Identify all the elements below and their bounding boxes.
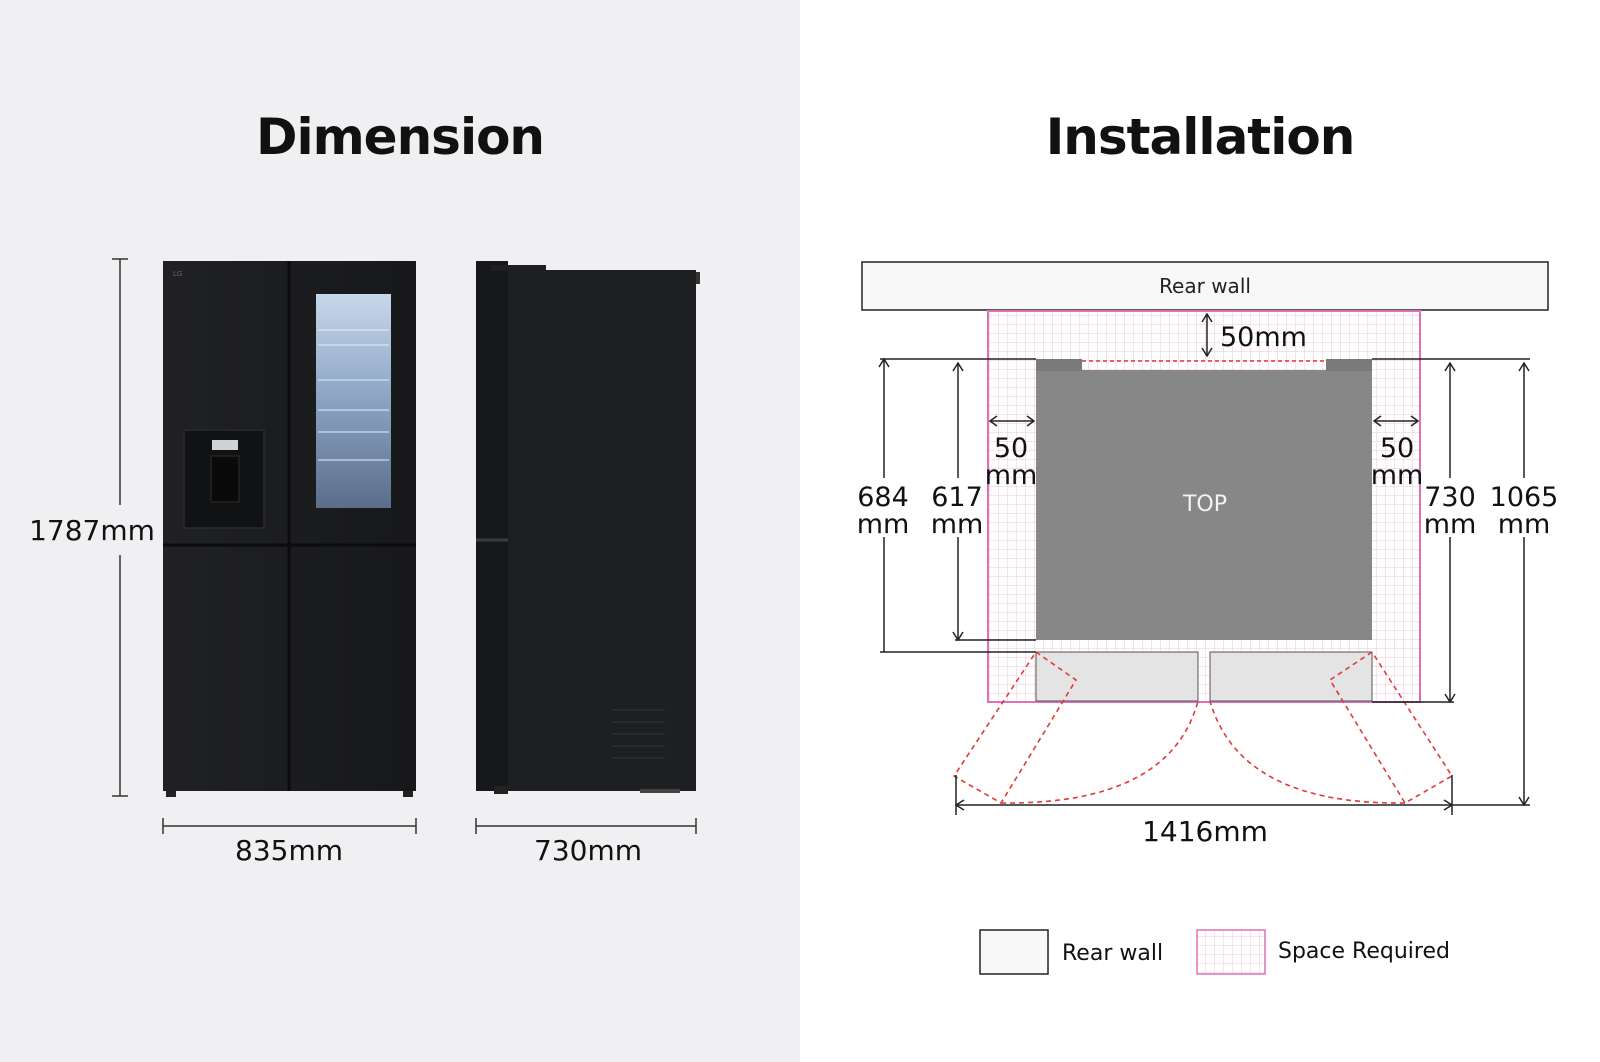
depth-684-value: 684: [857, 482, 909, 513]
legend-space-required-label: Space Required: [1278, 939, 1450, 964]
depth-617-unit: mm: [931, 509, 984, 540]
right-door-top-view: [1209, 651, 1373, 702]
depth-1065-value: 1065: [1490, 482, 1559, 513]
front-width-dimension-line: [162, 818, 417, 834]
fridge-side-view: [476, 261, 700, 794]
depth-617-dimension-line: [952, 361, 1036, 642]
depth-1065-unit: mm: [1498, 509, 1551, 540]
right-gap-dimension-line: [1372, 415, 1420, 427]
total-width-dimension-line: [954, 775, 1454, 815]
left-gap-dimension-line: [988, 415, 1036, 427]
door-swing-outline: [952, 651, 1454, 805]
instaview-glass-panel: [316, 294, 391, 508]
rear-wall-label: Rear wall: [1159, 274, 1251, 298]
left-gap-value: 50: [994, 433, 1028, 464]
dimension-title: Dimension: [255, 108, 545, 166]
rear-wall: [861, 261, 1549, 311]
front-width-label: 835mm: [235, 834, 343, 867]
height-dimension-line: [112, 258, 128, 797]
legend-space-required-swatch: [1196, 929, 1266, 975]
dimension-panel: Dimension 1787mm LG: [0, 0, 800, 1062]
top-label: TOP: [1182, 492, 1227, 517]
legend-rear-wall-label: Rear wall: [1062, 941, 1163, 966]
left-gap-unit: mm: [985, 460, 1038, 491]
total-width-label: 1416mm: [1142, 815, 1268, 848]
installation-title: Installation: [1045, 108, 1356, 166]
side-depth-label: 730mm: [534, 834, 642, 867]
depth-730-unit: mm: [1424, 509, 1477, 540]
height-label: 1787mm: [29, 514, 155, 547]
dimension-drawing: 1787mm LG: [29, 258, 700, 867]
rear-gap-dimension-line: [1201, 312, 1213, 358]
depth-684-unit: mm: [857, 509, 910, 540]
left-door-top-view: [1035, 651, 1199, 702]
depth-730-dimension-line: [1372, 358, 1530, 704]
legend: Rear wall Space Required: [979, 929, 1450, 975]
right-gap-unit: mm: [1371, 460, 1424, 491]
fridge-top-view: [1036, 370, 1372, 640]
depth-730-value: 730: [1424, 482, 1476, 513]
depth-617-value: 617: [931, 482, 983, 513]
installation-drawing: Rear wall TOP 50mm: [857, 261, 1559, 975]
installation-panel: Installation Rear wall TOP: [800, 0, 1600, 1062]
right-gap-value: 50: [1380, 433, 1414, 464]
depth-1065-dimension-line: [1452, 361, 1530, 807]
depth-684-dimension-line: [878, 357, 1036, 653]
legend-rear-wall-swatch: [979, 929, 1049, 975]
side-depth-dimension-line: [475, 818, 697, 834]
fridge-front-view: LG: [163, 261, 416, 797]
lg-logo: LG: [173, 270, 182, 278]
rear-gap-label: 50mm: [1220, 322, 1307, 353]
